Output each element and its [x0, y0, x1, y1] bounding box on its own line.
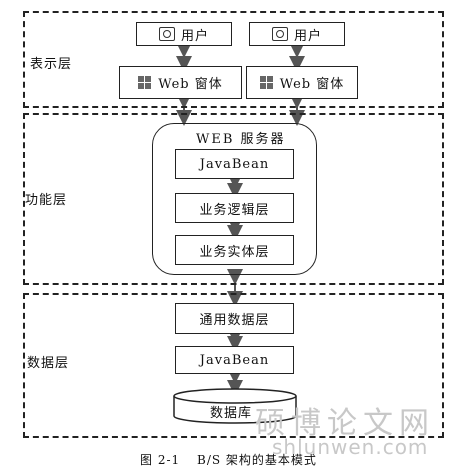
- data-layer: [23, 293, 444, 438]
- data-layer-label: 数据层: [27, 356, 70, 371]
- user-label-right: 用户: [293, 28, 322, 44]
- windows-icon: [138, 75, 152, 90]
- computer-icon: [271, 27, 288, 41]
- computer-icon: [158, 27, 175, 41]
- common-data-box: 通用数据层: [175, 303, 294, 334]
- figure-number: 图 2-1: [140, 453, 181, 467]
- user-box-left: 用户: [136, 22, 232, 46]
- database-label: 数据库: [210, 406, 253, 421]
- user-label-left: 用户: [180, 28, 209, 44]
- figure-title: B/S 架构的基本模式: [197, 453, 317, 467]
- presentation-layer-label: 表示层: [30, 57, 73, 72]
- function-layer: [23, 113, 444, 285]
- function-layer-label: 功能层: [25, 193, 68, 208]
- web-server-container: [152, 123, 317, 275]
- web-server-title: WEB 服务器: [196, 132, 286, 147]
- business-logic-box: 业务逻辑层: [175, 193, 294, 223]
- user-box-right: 用户: [249, 22, 345, 46]
- web-form-label-right: Web 窗体: [279, 77, 345, 92]
- watermark-text: 硕博论文网: [255, 406, 435, 441]
- data-javabean-box: JavaBean: [175, 346, 294, 374]
- watermark-url: shlunwen.com: [272, 435, 429, 459]
- business-entity-box: 业务实体层: [175, 235, 294, 265]
- web-form-box-right: Web 窗体: [246, 66, 358, 99]
- web-form-box-left: Web 窗体: [119, 66, 242, 99]
- presentation-layer: [23, 11, 444, 108]
- database-cylinder: [173, 388, 297, 424]
- windows-icon: [259, 75, 274, 90]
- javabean-box: JavaBean: [175, 149, 294, 179]
- web-form-label-left: Web 窗体: [158, 77, 223, 92]
